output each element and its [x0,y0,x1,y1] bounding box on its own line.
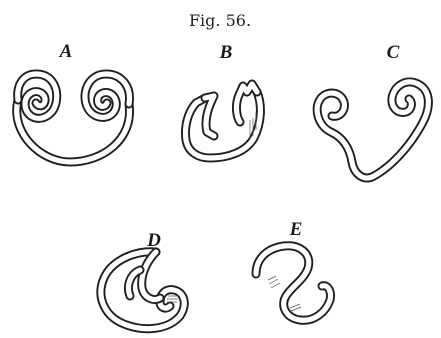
panel-label-e: E [289,219,303,240]
panel-d-drawing [101,252,184,329]
panel-b-drawing [185,84,260,158]
panel-a-drawing [17,74,130,162]
panel-label-c: C [387,42,400,63]
figure-caption: Fig. 56. [189,11,251,30]
panel-e-drawing [256,246,331,321]
panel-c-drawing [317,82,428,178]
panel-label-a: A [59,41,73,62]
panel-label-b: B [219,42,233,63]
